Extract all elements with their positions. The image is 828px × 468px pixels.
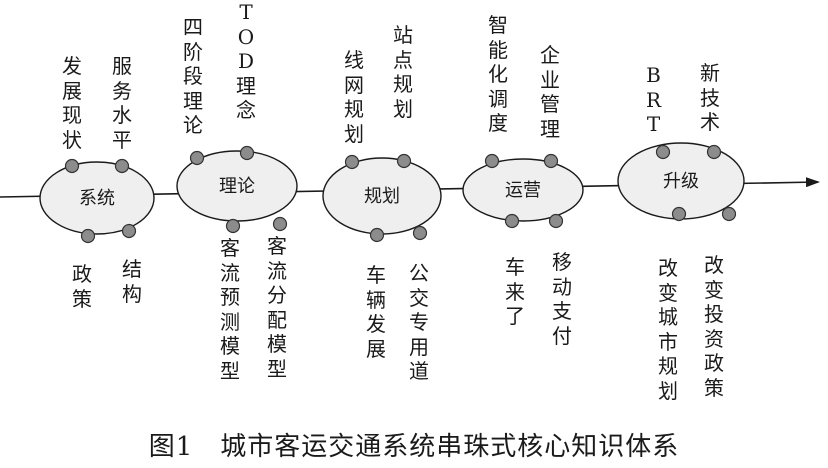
bead-dot <box>706 144 722 160</box>
topic-label-bottom: 政策 <box>72 262 92 311</box>
topic-label-top: 企业管理 <box>540 43 560 141</box>
topic-label-top: 智能化调度 <box>488 13 508 135</box>
bead-dot <box>671 206 687 222</box>
topic-label-top: 站点规划 <box>393 23 413 121</box>
topic-label-top: 四阶段理论 <box>183 15 203 137</box>
bead-dot <box>655 144 671 160</box>
bead-dot <box>721 206 737 222</box>
node-lilun: 理论 <box>176 145 298 234</box>
bead-dot <box>225 218 241 234</box>
bead-dot <box>484 153 500 169</box>
topic-label-bottom: 结构 <box>122 257 142 306</box>
node-label: 运营 <box>505 180 541 201</box>
topic-label-bottom: 移动支付 <box>552 250 572 348</box>
bead-dot <box>239 145 255 161</box>
node-shengji: 升级 <box>617 142 745 222</box>
topic-label-bottom: 客流分配模型 <box>267 234 287 381</box>
node-yunying: 运营 <box>462 153 584 229</box>
topic-label-bottom: 公交专用道 <box>409 261 429 383</box>
node-label: 系统 <box>79 188 115 209</box>
bead-dot <box>396 153 412 169</box>
bead-dot <box>80 228 96 244</box>
topic-label-bottom: 改变城市规划 <box>658 256 678 403</box>
figure-caption: 图1 城市客运交通系统串珠式核心知识体系 <box>148 432 680 462</box>
topic-label-bottom: 车来了 <box>505 255 525 328</box>
bead-dot <box>504 213 520 229</box>
bead-dot <box>64 158 80 174</box>
bead-dot <box>189 150 205 166</box>
topic-label-bottom: 车辆发展 <box>366 263 386 361</box>
node-label: 规划 <box>364 186 400 207</box>
node-ellipse <box>462 158 584 222</box>
bead-dot <box>548 213 564 229</box>
bead-dot <box>543 153 559 169</box>
bead-dot <box>272 216 288 232</box>
node-label: 理论 <box>219 176 255 197</box>
node-xitong: 系统 <box>39 158 155 244</box>
bead-dot <box>114 158 130 174</box>
node-guihua: 规划 <box>322 153 442 243</box>
node-ellipse <box>39 161 155 235</box>
topic-label-bottom: 改变投资政策 <box>704 253 724 400</box>
bead-dot <box>369 227 385 243</box>
bead-dot <box>344 154 360 170</box>
bead-dot <box>412 225 428 241</box>
node-label: 升级 <box>663 171 699 192</box>
bead-dot <box>121 223 137 239</box>
topic-label-top: 服务水平 <box>112 54 132 152</box>
topic-label-top: 发展现状 <box>62 54 82 152</box>
topic-label-top: 新技术 <box>700 61 720 134</box>
topic-label-top: 线网规划 <box>344 48 364 146</box>
topic-label-bottom: 客流预测模型 <box>220 236 240 383</box>
